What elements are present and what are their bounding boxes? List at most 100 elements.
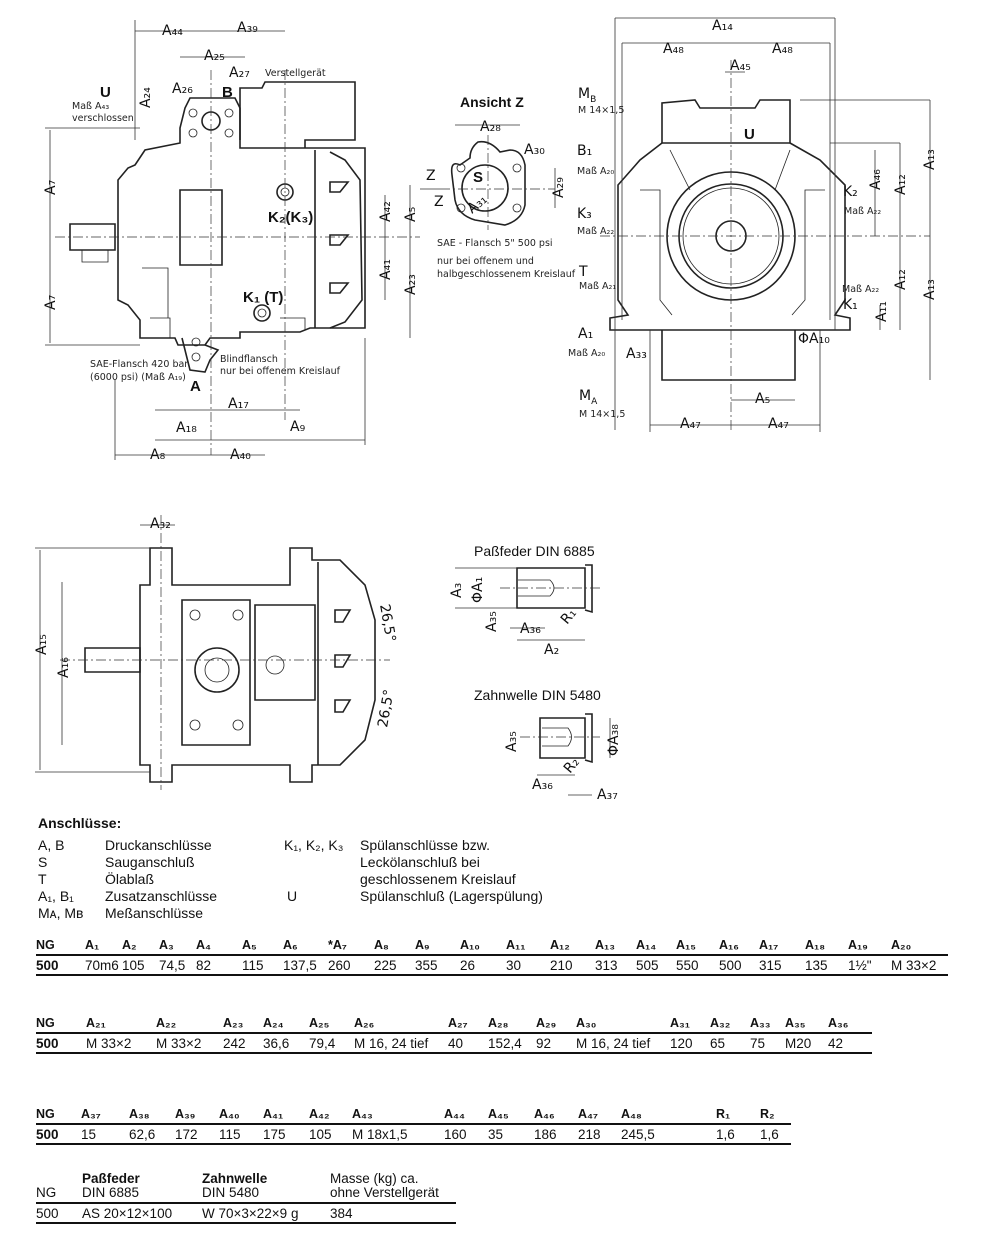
col-header: A₁₈ [805, 938, 848, 956]
table-cell: 74,5 [159, 955, 196, 976]
table-cell: M 18x1,5 [352, 1124, 444, 1145]
col-header: A₁₃ [595, 938, 636, 956]
col-header: A₂₇ [448, 1016, 488, 1034]
dim-a13-top: A₁₃ [922, 149, 938, 170]
dim-a47-left: A₄₇ [680, 416, 701, 432]
col-header: A₃₆ [828, 1016, 872, 1034]
col-header: A₂ [122, 938, 159, 956]
angle-upper: 26,5° [376, 603, 398, 643]
table-cell: 505 [636, 955, 676, 976]
cell-ng: 500 [36, 1033, 86, 1054]
port-mb-label: MB [578, 86, 596, 105]
col-header: A₄ [196, 938, 242, 956]
angle-lower: 26,5° [375, 688, 397, 728]
view-z-title: Ansicht Z [460, 94, 524, 110]
table-cell: M 33×2 [156, 1033, 223, 1054]
col-header: A₂₂ [156, 1016, 223, 1034]
port-b1-label: B₁ [577, 143, 592, 159]
table-cell: 35 [488, 1124, 534, 1145]
table-cell: 92 [536, 1033, 576, 1054]
col-header: A₄₈ [621, 1107, 716, 1125]
passfeder-drawing: Paßfeder DIN 6885 A₃ ΦA₁ A₃₅ A₃₆ R₁ A₂ [449, 543, 600, 658]
table-cell: 82 [196, 955, 242, 976]
col-header: A₁₁ [506, 938, 550, 956]
table-cell: 242 [223, 1033, 263, 1054]
col-header: *A₇ [328, 938, 374, 956]
dim-a36-zahnwelle: A₃₆ [532, 777, 553, 793]
table-cell: 137,5 [283, 955, 328, 976]
col-header: A₁₄ [636, 938, 676, 956]
port-k3-mass: Maß A₂₂ [577, 226, 614, 237]
col-header: A₃₅ [785, 1016, 828, 1034]
zahnwelle-drawing: Zahnwelle DIN 5480 A₃₅ ΦA₃₈ R₂ A₃₆ A₃₇ A… [474, 687, 622, 800]
dim-a18: A₁₈ [176, 420, 197, 436]
table-cell: 550 [676, 955, 719, 976]
col-header: A₄₆ [534, 1107, 578, 1125]
table-cell: 245,5 [621, 1124, 716, 1145]
port-k2-mass: Maß A₂₂ [844, 206, 881, 217]
table-cell: 218 [578, 1124, 621, 1145]
dim-a9: A₉ [290, 419, 306, 435]
port-u-label-front: U [744, 126, 755, 143]
table-cell: 225 [374, 955, 415, 976]
port-u-label: U [100, 84, 111, 101]
col-header: A₁₂ [550, 938, 595, 956]
port-t-mass: Maß A₂₁ [579, 281, 616, 292]
col-header: A₂₆ [354, 1016, 448, 1034]
col-header-ng: NG [36, 1172, 82, 1204]
dim-a26: A₂₆ [172, 81, 193, 97]
dim-a27: A₂₇ [229, 65, 250, 81]
front-view-drawing: A₁₄ A₄₈ A₄₈ A₄₅ MB M 14×1,5 B₁ Maß A₂₀ U… [568, 17, 938, 432]
col-header: A₂₉ [536, 1016, 576, 1034]
label-mass-a43: Maß A₄₃ [72, 101, 109, 112]
table-cell: M 33×2 [86, 1033, 156, 1054]
col-header: A₃₀ [576, 1016, 670, 1034]
port-ma-thread: M 14×1,5 [579, 409, 625, 420]
port-k1-label: K₁ [843, 297, 858, 313]
dim-a33: A₃₃ [626, 346, 647, 362]
dim-a47-right: A₄₇ [768, 416, 789, 432]
table-cell: 75 [750, 1033, 785, 1054]
cell-ng: 500 [36, 955, 85, 976]
view-z-note-line1: nur bei offenem und [437, 256, 534, 267]
label-verschlossen: verschlossen [72, 113, 134, 124]
dim-a5-front: A₅ [755, 391, 770, 407]
dim-a1: ΦA₁ [470, 577, 486, 603]
dim-a48-left: A₄₈ [663, 41, 684, 57]
col-header: A₄₄ [444, 1107, 488, 1125]
label-blindflansch: Blindflansch [220, 354, 278, 365]
port-mb-thread: M 14×1,5 [578, 105, 624, 116]
side-view-drawing: A₄₄ A₃₉ A₂₅ A₂₇ Verstellgerät A₂₆ B U Ma… [43, 20, 436, 463]
cell-masse: 384 [330, 1203, 456, 1224]
table-cell: 120 [670, 1033, 710, 1054]
col-header-masse: Masse (kg) ca.ohne Verstellgerät [330, 1172, 456, 1204]
col-header: A₄₀ [219, 1107, 263, 1125]
dim-a24: A₂₄ [138, 87, 154, 108]
table-cell: 500 [719, 955, 759, 976]
table-cell: 175 [263, 1124, 309, 1145]
label-blindflansch-note: nur bei offenem Kreislauf [220, 366, 341, 377]
table-cell: 62,6 [129, 1124, 175, 1145]
port-a1-mass: Maß A₂₀ [568, 348, 605, 359]
port-a1-label: A₁ [578, 326, 593, 342]
col-header: A₅ [242, 938, 283, 956]
table-cell: 42 [828, 1033, 872, 1054]
table-row: 500 AS 20×12×100 W 70×3×22×9 g 384 [36, 1203, 456, 1224]
dim-a8: A₈ [150, 447, 166, 463]
dim-a15: A₁₅ [34, 634, 50, 655]
dim-a13-bottom: A₁₃ [922, 279, 938, 300]
dim-a38: ΦA₃₈ [606, 724, 622, 756]
table-cell: 160 [444, 1124, 488, 1145]
dim-a30: A₃₀ [524, 142, 545, 158]
dim-a17: A₁₇ [228, 396, 249, 412]
port-s-label: S [473, 169, 483, 186]
